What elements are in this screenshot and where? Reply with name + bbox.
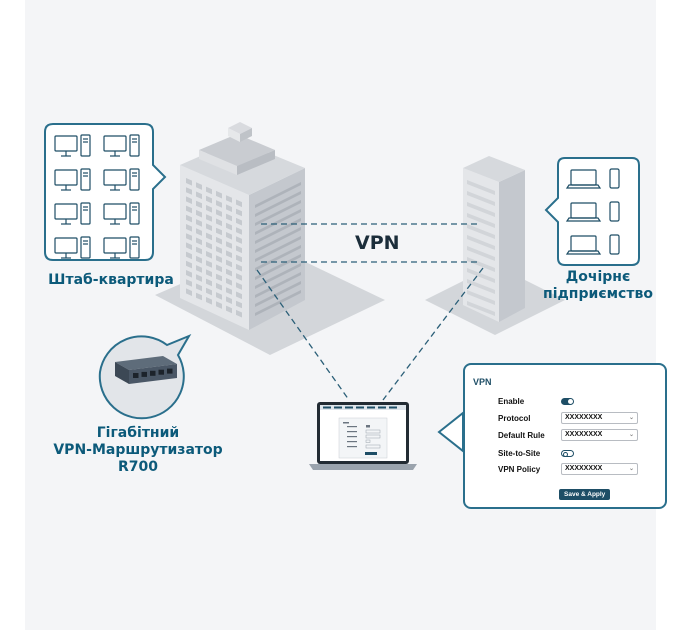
default-rule-select[interactable]: XXXXXXXX ⌄ xyxy=(561,429,638,441)
diagram-canvas: VPN Штаб-квартира Дочірнє підприємство Г… xyxy=(25,0,667,630)
hq-label: Штаб-квартира xyxy=(48,272,174,288)
laptop-phone-icon xyxy=(565,168,620,189)
desktop-pc-icon xyxy=(54,168,91,191)
desktop-pc-icon xyxy=(54,236,91,259)
chevron-down-icon: ⌄ xyxy=(628,415,634,421)
branch-label-line2: підприємство xyxy=(543,286,653,302)
network-scene xyxy=(44,122,640,470)
default-rule-label: Default Rule xyxy=(498,431,545,440)
desktop-pc-icon xyxy=(54,134,91,157)
desktop-pc-icon xyxy=(103,236,140,259)
vpn-policy-label: VPN Policy xyxy=(498,465,541,474)
branch-label: Дочірнє підприємство xyxy=(543,269,653,303)
router-label-line3: R700 xyxy=(117,459,158,475)
vpn-settings-panel: VPN Enable Protocol XXXXXXXX ⌄ Default Ru… xyxy=(463,363,667,509)
vpn-tunnel-label: VPN xyxy=(355,232,400,254)
laptop-phone-icon xyxy=(565,234,620,255)
vpn-tunnel xyxy=(256,223,484,401)
enable-label: Enable xyxy=(498,397,525,406)
vpn-policy-select[interactable]: XXXXXXXX ⌄ xyxy=(561,463,638,475)
router-bubble xyxy=(98,333,192,420)
desktop-pc-icon xyxy=(103,168,140,191)
default-rule-value: XXXXXXXX xyxy=(565,431,603,438)
protocol-value: XXXXXXXX xyxy=(565,414,603,421)
hq-building xyxy=(180,122,305,330)
protocol-select[interactable]: XXXXXXXX ⌄ xyxy=(561,412,638,424)
vpn-policy-value: XXXXXXXX xyxy=(565,465,603,472)
site-to-site-toggle[interactable] xyxy=(561,450,574,457)
save-apply-button[interactable]: Save & Apply xyxy=(559,489,611,500)
router-label-line2: VPN-Маршрутизатор xyxy=(53,442,223,458)
hq-computers-callout xyxy=(44,123,167,261)
panel-pointer xyxy=(437,410,464,454)
laptop-phone-icon xyxy=(565,201,620,222)
desktop-pc-icon xyxy=(54,202,91,225)
branch-devices-callout xyxy=(544,157,640,266)
site-to-site-label: Site-to-Site xyxy=(498,449,541,458)
desktop-pc-icon xyxy=(103,202,140,225)
router-label: Гігабітний VPN-Маршрутизатор R700 xyxy=(53,425,223,476)
chevron-down-icon: ⌄ xyxy=(628,432,634,438)
protocol-label: Protocol xyxy=(498,414,531,423)
panel-title: VPN xyxy=(473,377,492,387)
desktop-pc-icon xyxy=(103,134,140,157)
enable-toggle[interactable] xyxy=(561,398,574,405)
laptop-device xyxy=(309,402,417,470)
chevron-down-icon: ⌄ xyxy=(628,466,634,472)
branch-label-line1: Дочірнє xyxy=(565,269,631,285)
router-label-line1: Гігабітний xyxy=(96,425,180,441)
branch-building xyxy=(463,156,525,322)
